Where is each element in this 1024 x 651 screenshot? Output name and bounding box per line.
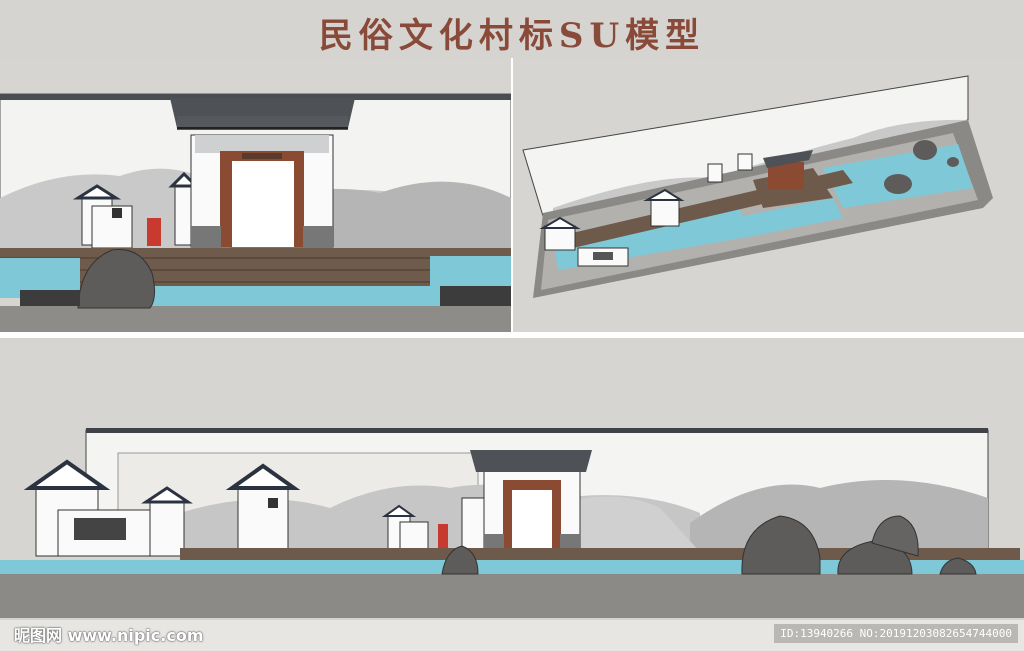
page-title: 民俗文化村标SU模型 bbox=[318, 16, 706, 56]
panel-divider-horizontal bbox=[0, 332, 1024, 338]
front-elevation-wide-panel bbox=[0, 338, 1024, 618]
front-view-closeup-illustration bbox=[0, 58, 511, 332]
front-view-closeup-panel bbox=[0, 58, 511, 332]
panel-divider-vertical bbox=[511, 58, 513, 334]
aerial-view-panel bbox=[513, 58, 1024, 332]
image-id-label: ID:13940266 NO:20191203082654744000 bbox=[774, 624, 1018, 643]
front-elevation-wide-illustration bbox=[0, 338, 1024, 618]
watermark: 昵图网 www.nipic.com bbox=[14, 626, 204, 645]
aerial-view-illustration bbox=[513, 58, 1024, 332]
